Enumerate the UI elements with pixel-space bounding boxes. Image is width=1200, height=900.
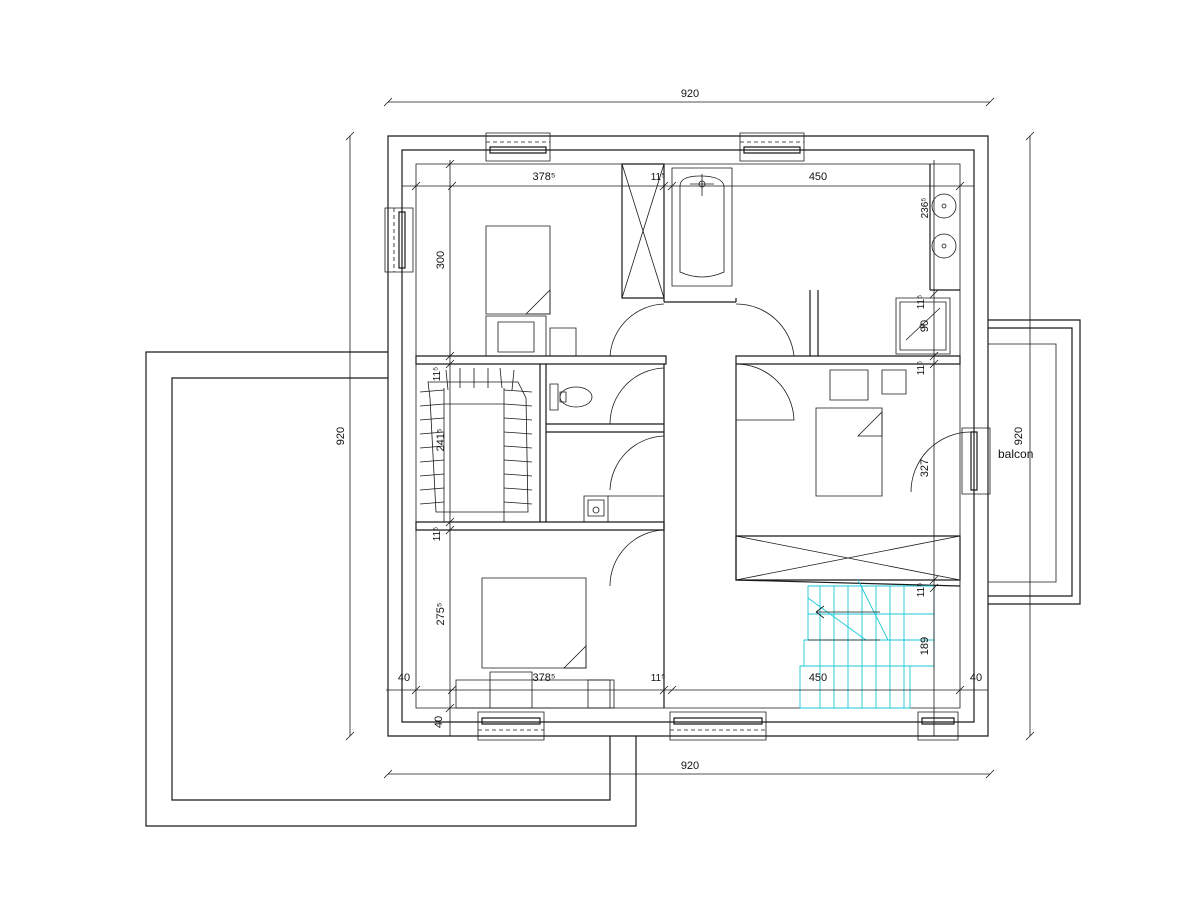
balcony-outline — [988, 320, 1080, 604]
dim-right-overall: 920 — [1013, 427, 1025, 445]
nightstand-right — [830, 370, 868, 400]
dim-bottom-room-right: 450 — [809, 672, 827, 684]
window-top-right — [740, 133, 804, 161]
dim-bottom-wall-right: 40 — [970, 672, 982, 684]
laundry-counter — [584, 496, 664, 522]
dim-bottom-wall-left: 40 — [398, 672, 410, 684]
balcony-door — [911, 428, 990, 494]
dim-right-bath-depth: 236⁵ — [920, 198, 931, 219]
terrace-outline — [146, 352, 636, 826]
dim-top-room-right: 450 — [809, 171, 827, 183]
window-bottom-left — [478, 712, 544, 740]
bed-bottom-left — [482, 578, 586, 668]
dim-left-partition-upper: 11⁵ — [432, 367, 443, 382]
furniture — [420, 168, 956, 708]
dim-bottom-room-left: 378⁵ — [533, 672, 556, 684]
dim-left-wall-bottom: 40 — [433, 716, 445, 728]
bathtub — [672, 168, 732, 286]
balcony-label: balcon — [998, 447, 1033, 461]
window-top-left — [486, 133, 550, 161]
dim-right-shower-width: 11⁵ — [916, 295, 927, 310]
bed-top-left — [486, 226, 550, 314]
chair-top-left — [550, 328, 576, 356]
windows — [385, 133, 990, 740]
dim-top-partition: 11⁵ — [651, 172, 666, 183]
dim-right-partition-lower: 11⁵ — [916, 583, 927, 598]
dimension-lines — [346, 98, 1034, 778]
dim-left-room-top: 300 — [435, 251, 447, 269]
dim-left-partition-lower: 11⁵ — [432, 527, 443, 542]
interior-walls — [416, 164, 960, 708]
dim-top-room-left: 378⁵ — [533, 171, 556, 183]
exterior-walls — [388, 136, 988, 736]
dim-top-overall: 920 — [681, 88, 699, 100]
bed-right — [816, 408, 882, 496]
dim-right-stair: 189 — [919, 637, 931, 655]
dim-right-bedroom: 327 — [919, 459, 931, 477]
staircase — [800, 580, 934, 708]
double-sink — [932, 194, 956, 258]
walk-in-closet — [420, 368, 532, 522]
dim-left-closet: 241⁵ — [435, 429, 447, 452]
toilet — [550, 384, 593, 410]
window-left — [385, 208, 413, 272]
dim-right-shower: 90 — [919, 320, 931, 332]
desk-bottom-left — [456, 680, 610, 708]
dim-left-room-bottom: 275⁵ — [435, 603, 447, 626]
window-bottom-center — [670, 712, 766, 740]
window-bottom-right — [918, 712, 958, 740]
dimension-labels: 920 920 920 920 378⁵ 11⁵ 450 378⁵ 11⁵ 45… — [335, 88, 1025, 772]
doors — [610, 304, 794, 586]
dim-left-overall: 920 — [335, 427, 347, 445]
dim-bottom-partition: 11⁵ — [651, 673, 666, 684]
desk-top-left — [486, 316, 546, 356]
dim-bottom-overall: 920 — [681, 760, 699, 772]
dim-right-partition-upper: 11⁵ — [916, 361, 927, 376]
